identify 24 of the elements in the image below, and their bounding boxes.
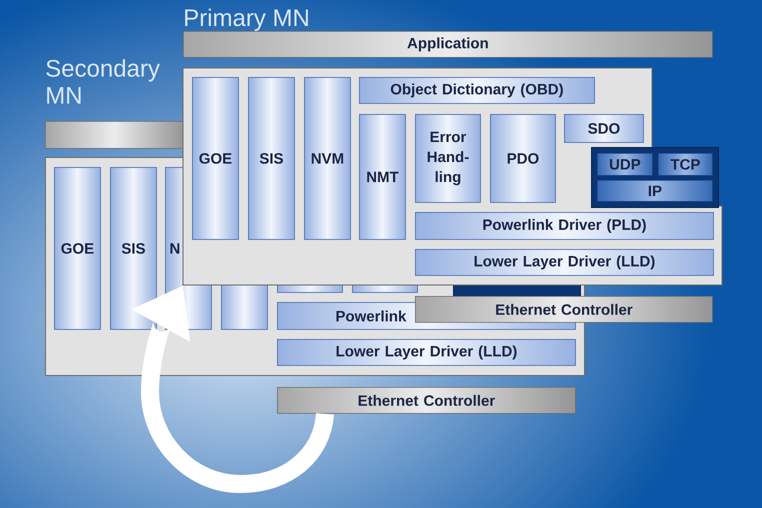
module-box: Lower Layer Driver (LLD) [415,249,714,276]
heading: Secondary MN [46,59,160,104]
module-box: SDO [564,114,644,143]
layer-bar: Ethernet Controller [415,296,713,323]
module-box: NVM [304,77,351,240]
module-box: Powerlink Driver (PLD) [415,212,714,240]
module-box: GOE [192,77,239,240]
module-box: GOE [54,167,101,330]
layer-bar [45,121,184,149]
protocol-box: IP [597,180,713,202]
protocol-block [453,284,581,297]
module-box: SIS [110,167,157,330]
module-box: SIS [248,77,295,240]
module-box: NMT [359,114,406,240]
layer-bar: Application [183,31,713,58]
module-box [221,284,268,330]
protocol-box: UDP [597,153,653,176]
heading: Primary MN [185,8,308,31]
module-box: Error Hand- ling [415,114,481,203]
module-box: PDO [490,114,556,203]
layer-bar: Ethernet Controller [277,387,576,414]
protocol-box: TCP [658,153,713,176]
module-box: Object Dictionary (OBD) [359,77,595,104]
module-box: Lower Layer Driver (LLD) [277,339,576,366]
